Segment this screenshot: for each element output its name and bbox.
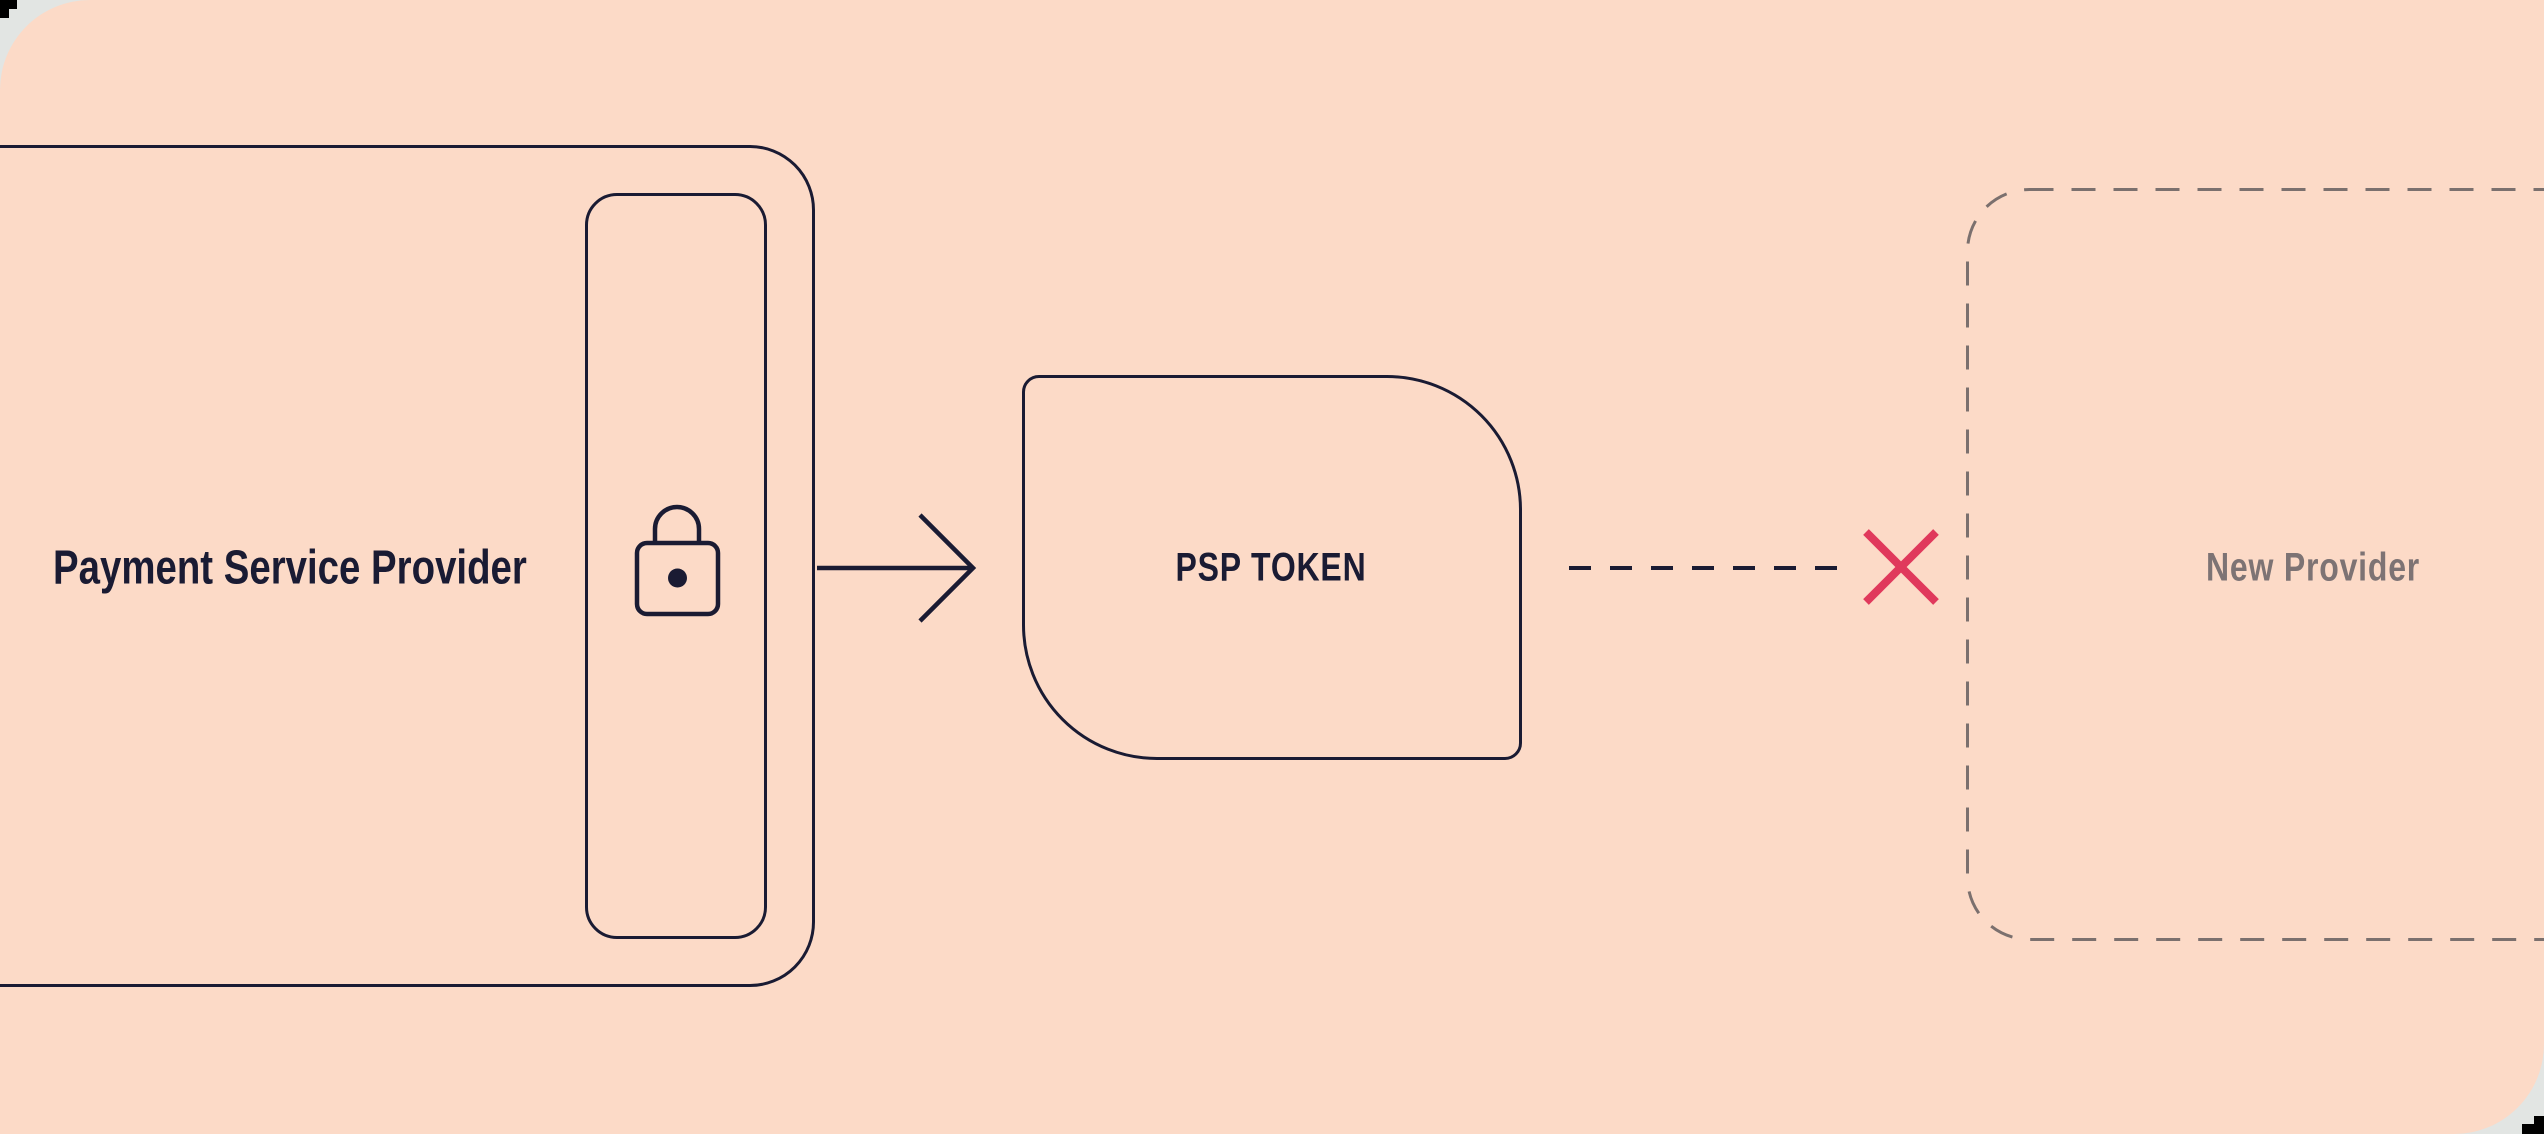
token-slot-box: [585, 193, 767, 939]
corner-artifact-top-left: [0, 0, 17, 9]
transfer-arrow-icon: [817, 513, 977, 623]
payment-service-provider-label: Payment Service Provider: [53, 541, 527, 595]
corner-artifact-top-left: [0, 9, 9, 18]
corner-artifact-bottom-right: [2522, 1124, 2544, 1134]
blocked-connector-dashed-line: [1569, 566, 1855, 570]
new-provider-label: New Provider: [2205, 545, 2421, 590]
corner-artifact-bottom-right: [2534, 1116, 2544, 1134]
new-provider-box: [1966, 188, 2544, 941]
cross-icon: [1863, 529, 1939, 605]
psp-token-shape: [1022, 375, 1522, 760]
lock-icon: [634, 504, 721, 617]
payment-service-provider-box: [0, 145, 815, 987]
psp-token-label: PSP TOKEN: [1175, 545, 1367, 590]
